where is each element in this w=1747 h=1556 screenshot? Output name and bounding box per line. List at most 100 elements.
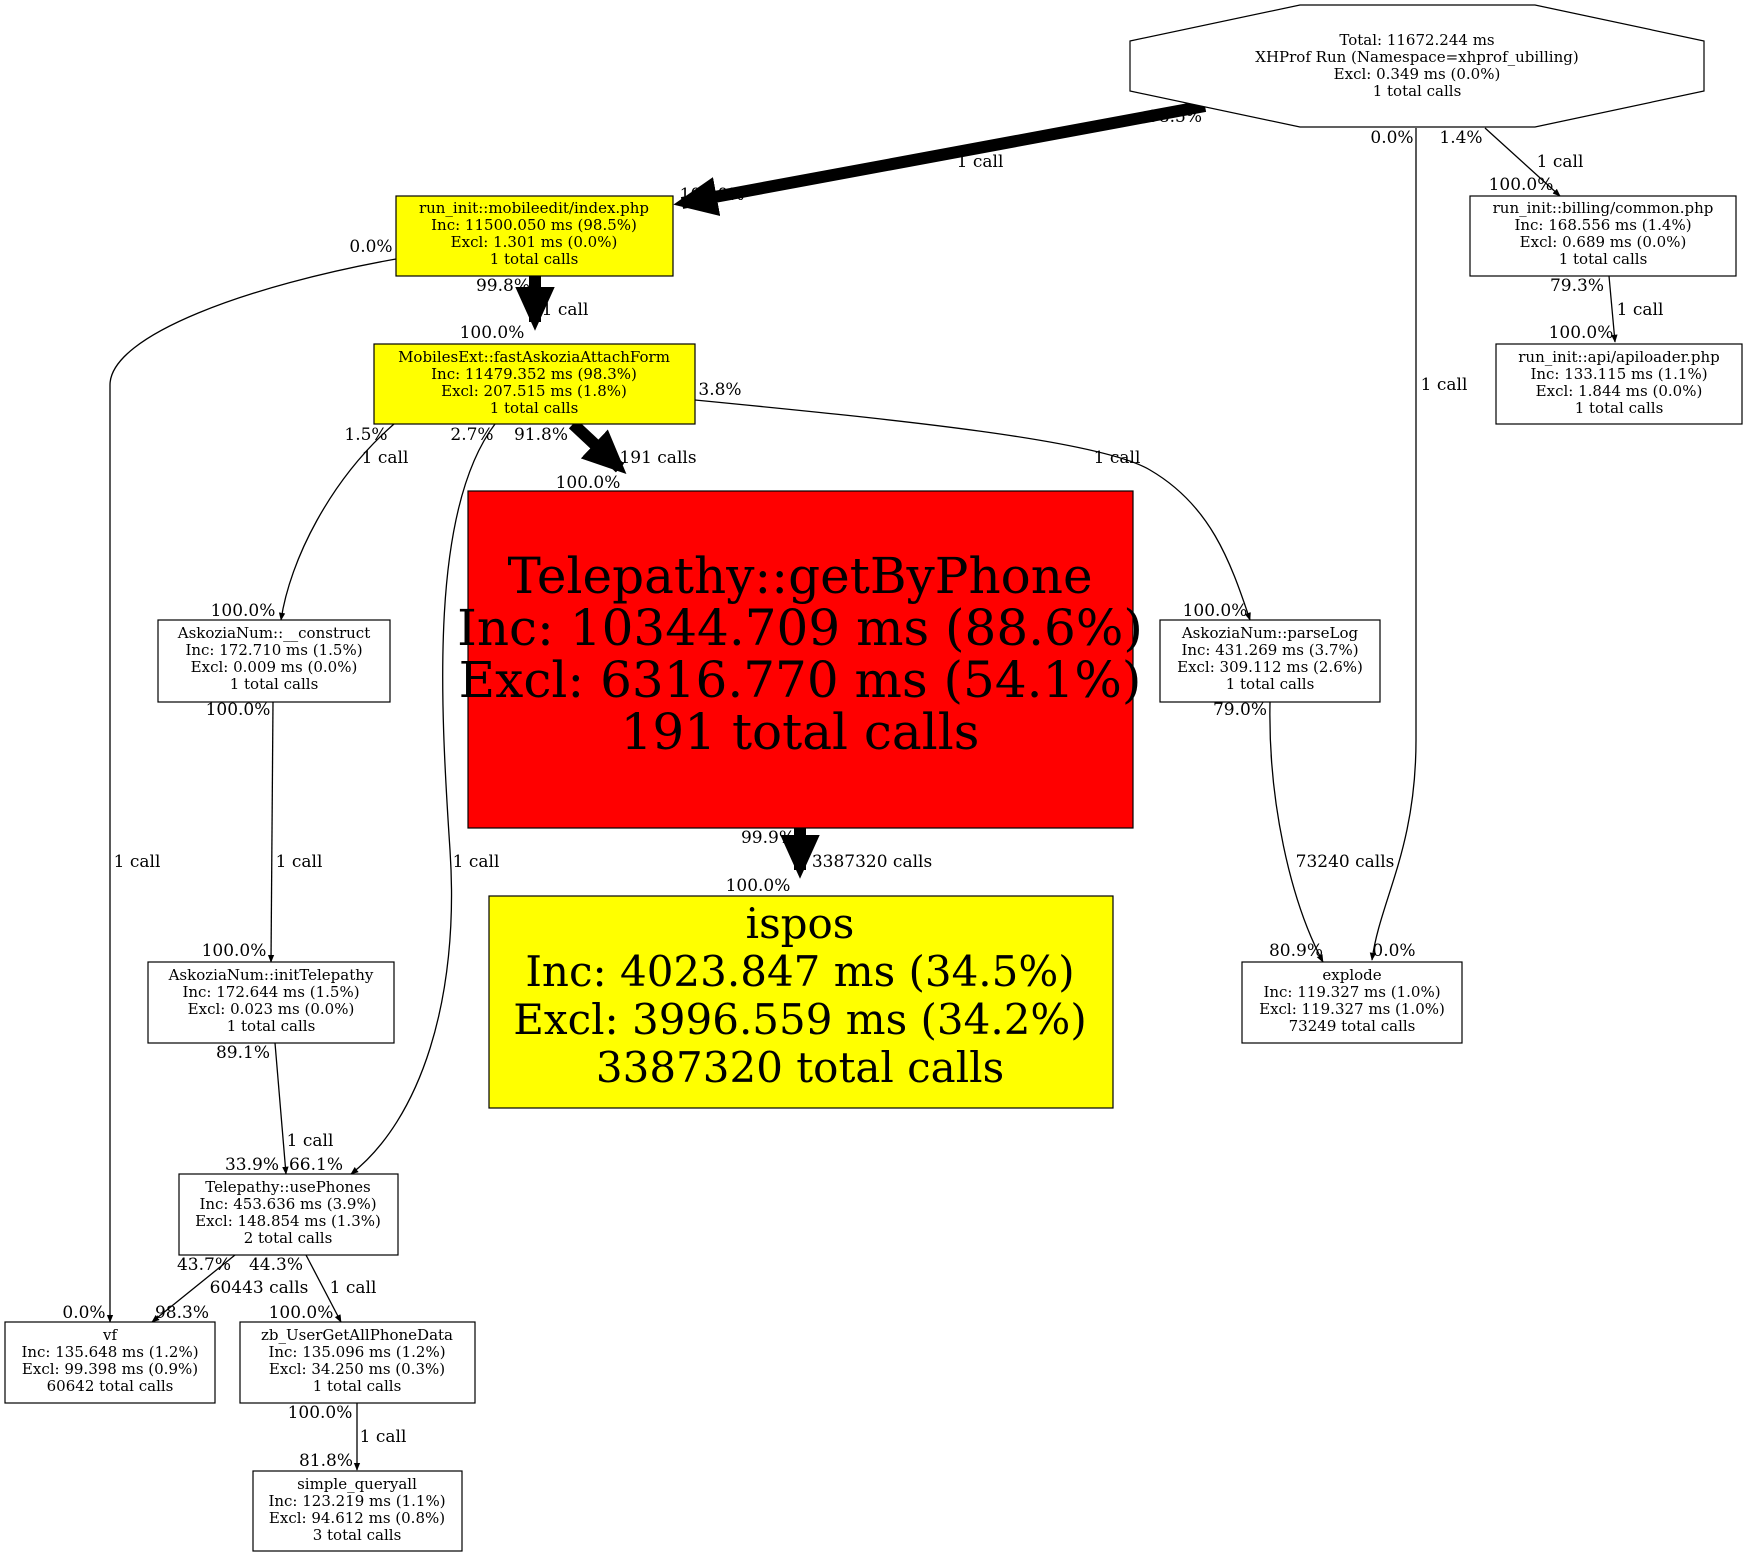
node-name: run_init::billing/common.php (1493, 199, 1714, 217)
node-inc: Inc: 135.648 ms (1.2%) (21, 1343, 198, 1361)
node-calls: 1 total calls (490, 250, 579, 268)
edge-mobileedit-to-fastaskozia: 1 call 99.8% 100.0% (460, 276, 589, 343)
node-calls: 1 total calls (230, 675, 319, 693)
edge-usephones-to-zbuser: 1 call 44.3% 100.0% (249, 1254, 377, 1323)
edge-fastaskozia-to-getbyphone: 191 calls 91.8% 100.0% (514, 419, 697, 493)
edge-calls-label: 1 call (453, 852, 500, 872)
node-fastaskoziaattachform[interactable]: MobilesExt::fastAskoziaAttachForm Inc: 1… (373, 343, 696, 425)
node-name: explode (1322, 966, 1381, 984)
node-excl: Excl: 94.612 ms (0.8%) (269, 1509, 445, 1527)
edge-head-pct: 80.9% (1269, 941, 1323, 961)
edge-parselog-to-explode: 73240 calls 79.0% 80.9% (1213, 700, 1395, 963)
node-inc: Inc: 133.115 ms (1.1%) (1530, 365, 1707, 383)
edge-head-pct: 0.0% (62, 1303, 105, 1323)
node-root[interactable]: Total: 11672.244 ms XHProf Run (Namespac… (1129, 4, 1705, 128)
node-name: AskoziaNum::initTelepathy (168, 966, 374, 984)
node-inc: Inc: 4023.847 ms (34.5%) (525, 947, 1074, 996)
node-name: Total: 11672.244 ms (1339, 31, 1494, 49)
node-calls: 1 total calls (313, 1377, 402, 1395)
edge-calls-label: 73240 calls (1296, 852, 1395, 872)
edge-calls-label: 1 call (287, 1131, 334, 1151)
node-askozianum-inittelepathy[interactable]: AskoziaNum::initTelepathy Inc: 172.644 m… (147, 961, 395, 1044)
node-inc: Inc: 172.710 ms (1.5%) (185, 641, 362, 659)
edge-calls-label: 191 calls (619, 448, 696, 468)
edge-tail-pct: 0.0% (1370, 128, 1413, 148)
edge-calls-label: 1 call (362, 448, 409, 468)
edge-head-pct: 98.3% (155, 1303, 209, 1323)
edge-head-pct: 100.0% (1489, 175, 1554, 195)
edge-head-pct: 100.0% (202, 941, 267, 961)
edge-calls-label: 1 call (957, 152, 1004, 172)
edge-tail-pct: 1.4% (1439, 128, 1482, 148)
edge-calls-label: 1 call (330, 1278, 377, 1298)
edge-calls-label: 1 call (114, 852, 161, 872)
edge-calls-label: 1 call (1617, 300, 1664, 320)
node-ispos[interactable]: ispos Inc: 4023.847 ms (34.5%) Excl: 399… (488, 895, 1114, 1109)
node-excl: Excl: 34.250 ms (0.3%) (269, 1360, 445, 1378)
node-askozianum-parselog[interactable]: AskoziaNum::parseLog Inc: 431.269 ms (3.… (1159, 619, 1381, 703)
node-explode[interactable]: explode Inc: 119.327 ms (1.0%) Excl: 119… (1241, 961, 1463, 1044)
node-vf[interactable]: vf Inc: 135.648 ms (1.2%) Excl: 99.398 m… (4, 1321, 216, 1404)
node-inc: Inc: 172.644 ms (1.5%) (182, 983, 359, 1001)
node-calls: 1 total calls (1226, 675, 1315, 693)
node-zb-usergetallphonedata[interactable]: zb_UserGetAllPhoneData Inc: 135.096 ms (… (239, 1321, 476, 1404)
node-excl: Excl: 99.398 ms (0.9%) (22, 1360, 198, 1378)
edge-calls-label: 1 call (1094, 448, 1141, 468)
node-excl: Excl: 6316.770 ms (54.1%) (459, 651, 1142, 709)
edge-head-pct: 100.0% (460, 323, 525, 343)
edge-tail-pct: 3.8% (698, 380, 741, 400)
edge-fastaskozia-to-parselog: 1 call 3.8% 100.0% (694, 380, 1251, 621)
node-calls: 1 total calls (1373, 82, 1462, 100)
edge-root-to-billing-common: 1 call 1.4% 100.0% (1439, 127, 1583, 197)
edge-head-pct: 100.0% (1183, 601, 1248, 621)
edge-root-to-explode: 1 call 0.0% 0.0% (1369, 127, 1467, 961)
node-name: Telepathy::getByPhone (507, 547, 1092, 605)
edge-billing-to-apiloader: 1 call 79.3% 100.0% (1549, 275, 1664, 343)
node-billing-common[interactable]: run_init::billing/common.php Inc: 168.55… (1469, 195, 1737, 277)
edge-head-pct: 100.0% (556, 473, 621, 493)
edge-inittelepathy-to-usephones: 1 call 89.1% 33.9% (216, 1042, 334, 1175)
node-name: Telepathy::usePhones (205, 1178, 370, 1196)
node-name: run_init::mobileedit/index.php (419, 199, 649, 217)
node-simple-queryall[interactable]: simple_queryall Inc: 123.219 ms (1.1%) E… (252, 1470, 463, 1552)
edge-head-pct: 100.0% (211, 601, 276, 621)
node-inc: Inc: 123.219 ms (1.1%) (268, 1492, 445, 1510)
node-calls: 1 total calls (1559, 250, 1648, 268)
node-inc: Inc: 10344.709 ms (88.6%) (457, 599, 1143, 657)
node-telepathy-usephones[interactable]: Telepathy::usePhones Inc: 453.636 ms (3.… (178, 1173, 399, 1256)
node-excl: Excl: 119.327 ms (1.0%) (1259, 1000, 1445, 1018)
edge-tail-pct: 44.3% (249, 1255, 303, 1275)
node-telepathy-getbyphone[interactable]: Telepathy::getByPhone Inc: 10344.709 ms … (457, 490, 1143, 829)
edge-tail-pct: 100.0% (288, 1403, 353, 1423)
node-inc: Inc: 168.556 ms (1.4%) (1514, 216, 1691, 234)
node-askozianum-construct[interactable]: AskoziaNum::__construct Inc: 172.710 ms … (157, 619, 391, 703)
node-calls: 1 total calls (1575, 399, 1664, 417)
node-name: zb_UserGetAllPhoneData (261, 1326, 453, 1344)
node-excl: Excl: 148.854 ms (1.3%) (195, 1212, 381, 1230)
node-inc: Inc: 453.636 ms (3.9%) (199, 1195, 376, 1213)
edge-fastaskozia-to-usephones: 1 call 2.7% 66.1% (289, 423, 500, 1175)
edge-head-pct: 33.9% (225, 1155, 279, 1175)
node-name: AskoziaNum::parseLog (1181, 624, 1359, 642)
edge-head-pct: 100.0% (680, 185, 745, 205)
node-excl: Excl: 1.844 ms (0.0%) (1536, 382, 1703, 400)
node-mobileedit-index[interactable]: run_init::mobileedit/index.php Inc: 1150… (395, 195, 674, 277)
edge-zbuser-to-simplequeryall: 1 call 100.0% 81.8% (288, 1403, 406, 1471)
edge-calls-label: 3387320 calls (812, 852, 932, 872)
edge-head-pct: 0.0% (1372, 941, 1415, 961)
node-calls: 1 total calls (490, 399, 579, 417)
node-name: simple_queryall (297, 1475, 417, 1493)
edge-tail-pct: 100.0% (206, 700, 271, 720)
node-name: MobilesExt::fastAskoziaAttachForm (398, 348, 670, 366)
node-name: run_init::api/apiloader.php (1518, 348, 1720, 366)
edge-root-to-mobileedit: 1 call 98.5% 100.0% (673, 100, 1207, 217)
edge-head-pct: 100.0% (269, 1303, 334, 1323)
edge-tail-pct: 0.0% (349, 237, 392, 257)
edge-calls-label: 1 call (542, 300, 589, 320)
edge-usephones-to-vf: 60443 calls 43.7% 98.3% (151, 1254, 308, 1323)
node-calls: 3 total calls (313, 1526, 402, 1544)
edge-head-pct: 66.1% (289, 1155, 343, 1175)
node-apiloader[interactable]: run_init::api/apiloader.php Inc: 133.115… (1495, 343, 1743, 425)
node-excl: Excl: 0.009 ms (0.0%) (191, 658, 358, 676)
node-calls: 3387320 total calls (596, 1043, 1004, 1092)
